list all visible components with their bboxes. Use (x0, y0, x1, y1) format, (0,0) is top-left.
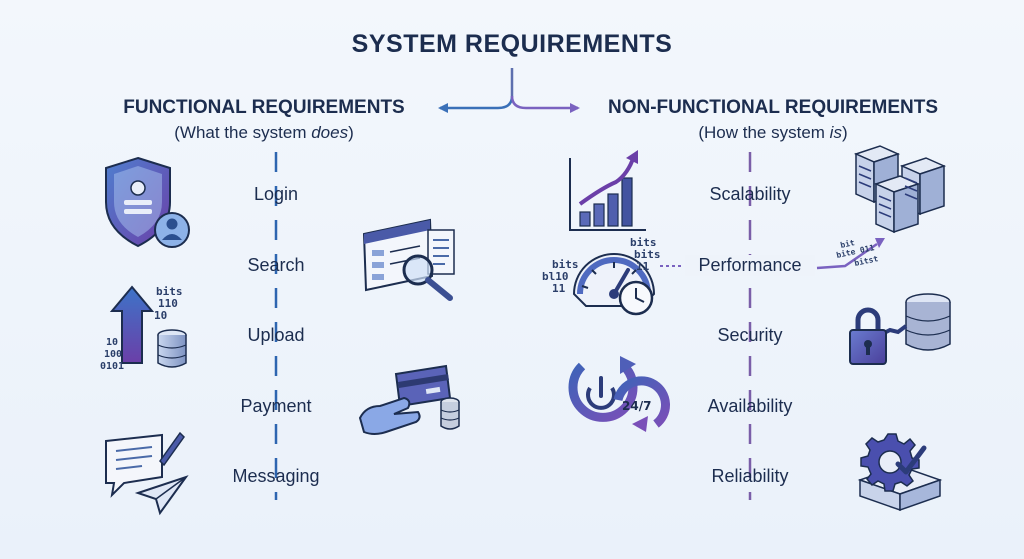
arrow-to-nonfunctional (510, 95, 580, 113)
nonfunctional-item-scalability: Scalability (709, 184, 791, 204)
shield-user-icon (105, 156, 190, 248)
availability-247: 24/7 (622, 399, 651, 413)
functional-item-search: Search (247, 255, 305, 275)
functional-heading: FUNCTIONAL REQUIREMENTS (123, 97, 405, 118)
page-title: SYSTEM REQUIREMENTS (351, 30, 673, 58)
nonfunctional-item-performance: Performance (685, 255, 815, 276)
upload-database-icon: bits 110 10 10 100 0101 (100, 285, 187, 372)
gauge-bits-2: bits (630, 236, 657, 249)
functional-item-upload: Upload (247, 325, 305, 345)
gauge-bits-1: bits (552, 258, 579, 271)
growth-chart-icon (569, 150, 646, 231)
card-payment-icon (358, 364, 460, 435)
upload-binary-1: 10 (106, 337, 118, 348)
arrow-to-functional (438, 95, 514, 113)
browser-search-icon (362, 218, 455, 301)
gauge-bits-3: bl10 (542, 270, 569, 283)
upload-binary-3: 0101 (100, 361, 124, 372)
upload-binary-2: 100 (104, 349, 122, 360)
functional-item-payment: Payment (240, 396, 312, 416)
nonfunctional-heading: NON-FUNCTIONAL REQUIREMENTS (607, 97, 939, 118)
functional-item-messaging: Messaging (232, 466, 320, 486)
gauge-bits-5: bits (634, 248, 661, 261)
upload-bits-3: 10 (154, 309, 167, 322)
power-cycle-icon: 24/7 (568, 356, 670, 432)
performance-data-arrow: bit bite 011 bitst (816, 237, 885, 270)
server-bits-1: bit (839, 237, 855, 250)
server-rack-icon (853, 145, 947, 234)
nonfunctional-item-availability: Availability (707, 396, 793, 416)
message-send-icon (105, 431, 189, 516)
speedometer-icon: bits bl10 11 bits bits 11 (542, 236, 682, 316)
nonfunctional-subheading: (How the system is) (698, 123, 848, 142)
functional-subheading: (What the system does) (174, 123, 354, 142)
lock-database-icon (849, 293, 951, 365)
functional-item-login: Login (253, 184, 299, 204)
nonfunctional-item-security: Security (717, 325, 783, 345)
nonfunctional-item-reliability: Reliability (711, 466, 789, 486)
server-bits-3: bitst (853, 253, 879, 268)
gear-check-icon (857, 433, 943, 512)
gauge-bits-4: 11 (552, 282, 566, 295)
upload-bits-2: 110 (158, 297, 178, 310)
gauge-bits-6: 11 (636, 260, 650, 273)
upload-bits-1: bits (156, 285, 183, 298)
